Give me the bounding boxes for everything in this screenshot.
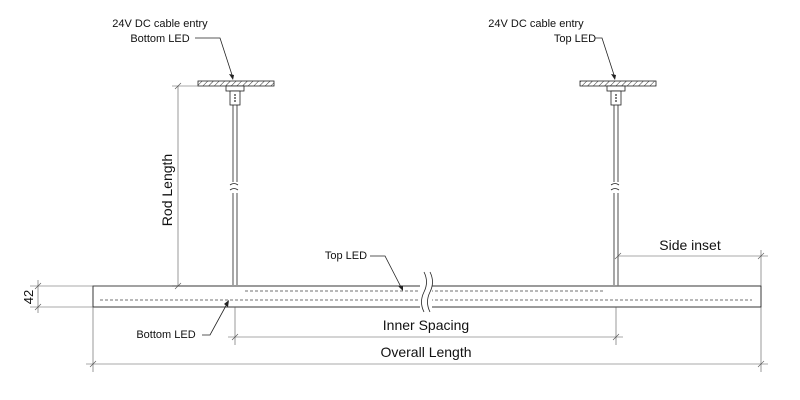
left-rod-break bbox=[229, 183, 239, 191]
right-cable-callout: 24V DC cable entry Top LED bbox=[488, 18, 616, 80]
left-canopy bbox=[197, 80, 275, 87]
right-rod-break bbox=[610, 183, 620, 191]
rod-length-dimension: Rod Length bbox=[93, 82, 226, 290]
right-callout-line2: Top LED bbox=[554, 33, 596, 45]
luminaire-break bbox=[421, 271, 433, 313]
inner-spacing-dimension: Inner Spacing bbox=[228, 307, 623, 345]
side-inset-label: Side inset bbox=[659, 237, 721, 253]
left-canopy-block bbox=[225, 85, 245, 92]
right-canopy bbox=[579, 80, 657, 87]
bottom-led-callout: Bottom LED bbox=[136, 300, 229, 341]
bottom-led-label: Bottom LED bbox=[136, 329, 195, 341]
top-led-callout: Top LED bbox=[325, 250, 403, 291]
left-cable-callout: 24V DC cable entry Bottom LED bbox=[112, 18, 234, 80]
height-dimension: 42 bbox=[21, 280, 93, 313]
overall-length-dimension: Overall Length bbox=[86, 307, 768, 372]
left-callout-leader bbox=[195, 37, 234, 79]
top-led-label: Top LED bbox=[325, 250, 367, 262]
side-inset-dimension: Side inset bbox=[614, 237, 768, 286]
rod-length-label: Rod Length bbox=[159, 154, 175, 226]
height-value: 42 bbox=[21, 290, 36, 304]
luminaire-body bbox=[92, 271, 762, 313]
right-callout-leader bbox=[595, 37, 616, 79]
right-callout-line1: 24V DC cable entry bbox=[488, 18, 584, 30]
left-suspension bbox=[197, 80, 275, 285]
overall-length-label: Overall Length bbox=[380, 344, 471, 360]
left-callout-line2: Bottom LED bbox=[130, 33, 189, 45]
inner-spacing-label: Inner Spacing bbox=[383, 317, 469, 333]
right-canopy-block bbox=[606, 85, 626, 92]
left-callout-line1: 24V DC cable entry bbox=[112, 18, 208, 30]
